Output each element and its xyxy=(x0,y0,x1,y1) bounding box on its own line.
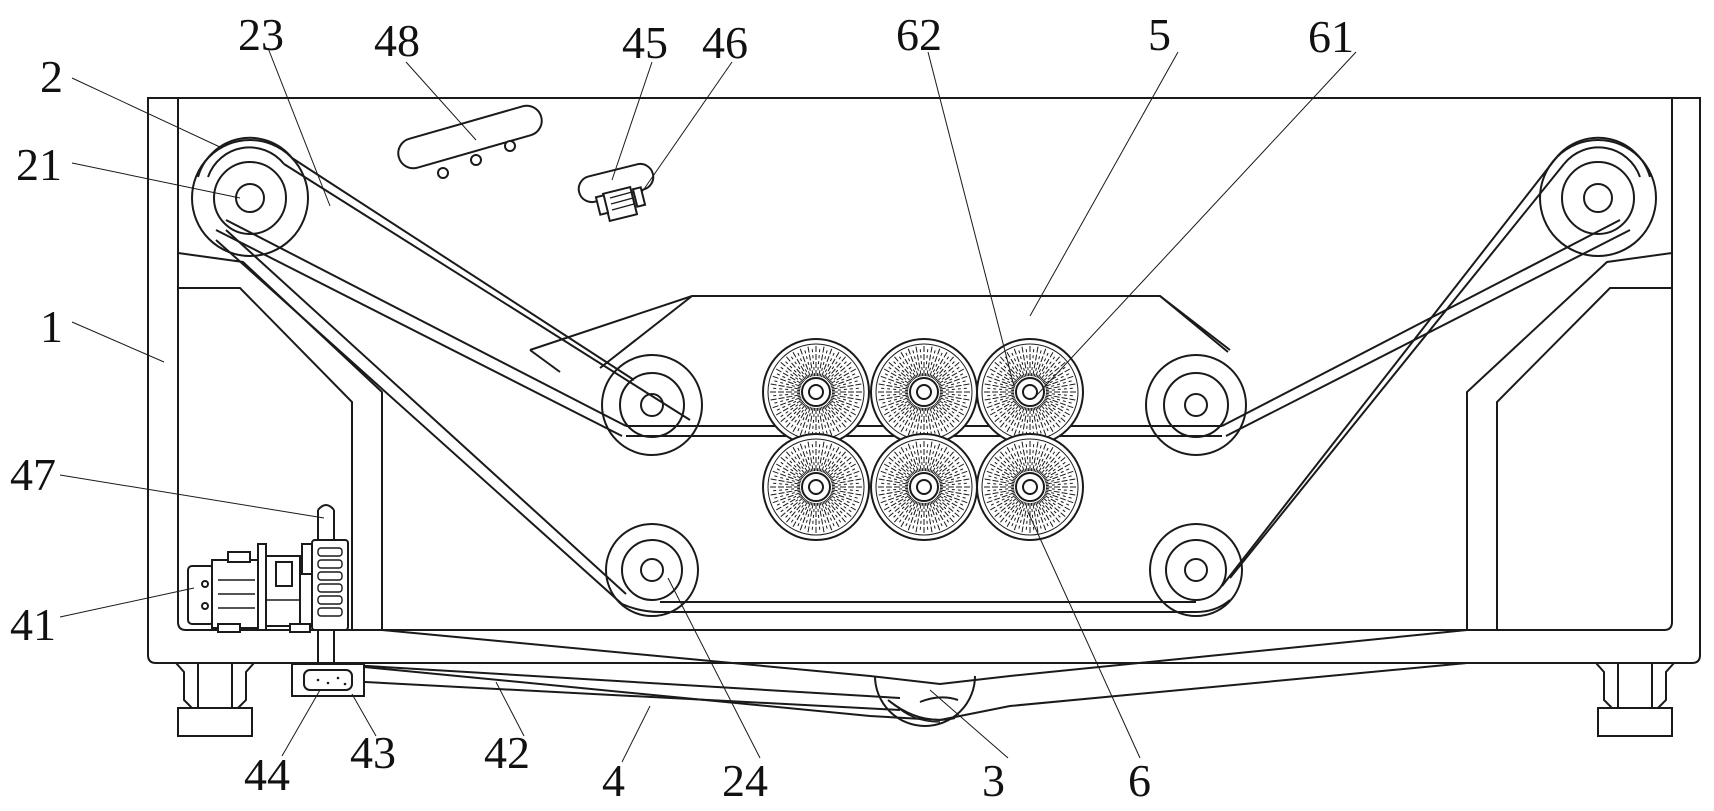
label-41: 41 xyxy=(10,599,56,650)
label-21: 21 xyxy=(16,139,62,190)
label-46: 46 xyxy=(702,17,748,68)
support-plate xyxy=(529,295,1231,373)
brush-roller xyxy=(870,433,978,541)
inlet-box xyxy=(291,663,365,697)
label-5: 5 xyxy=(1148,9,1171,60)
pump-motor xyxy=(187,543,311,633)
reference-labels: 2 21 23 48 45 46 62 5 61 1 47 41 44 43 4… xyxy=(10,9,1354,806)
label-2: 2 xyxy=(40,51,63,102)
right-leg xyxy=(1595,662,1675,737)
frame xyxy=(147,97,1701,664)
label-24: 24 xyxy=(722,755,768,806)
label-61: 61 xyxy=(1308,11,1354,62)
brush-roller xyxy=(976,338,1084,446)
brush-roller xyxy=(762,433,870,541)
label-1: 1 xyxy=(40,301,63,352)
filter-housing xyxy=(301,539,349,631)
collection-trough xyxy=(353,629,1468,727)
label-3: 3 xyxy=(982,755,1005,806)
label-43: 43 xyxy=(350,727,396,778)
spray-bar xyxy=(397,104,543,179)
label-4: 4 xyxy=(602,755,625,806)
nozzle-assembly xyxy=(577,162,655,223)
brush-rollers xyxy=(762,338,1084,541)
leader-lines xyxy=(59,47,1357,763)
brush-roller xyxy=(976,433,1084,541)
pulleys xyxy=(191,139,1657,617)
label-23: 23 xyxy=(238,9,284,60)
label-47: 47 xyxy=(10,449,56,500)
label-45: 45 xyxy=(622,17,668,68)
brush-roller xyxy=(762,338,870,446)
label-6: 6 xyxy=(1128,755,1151,806)
label-48: 48 xyxy=(374,15,420,66)
label-42: 42 xyxy=(484,727,530,778)
brush-roller xyxy=(870,338,978,446)
label-62: 62 xyxy=(896,9,942,60)
label-44: 44 xyxy=(244,749,290,800)
left-leg xyxy=(175,662,255,737)
